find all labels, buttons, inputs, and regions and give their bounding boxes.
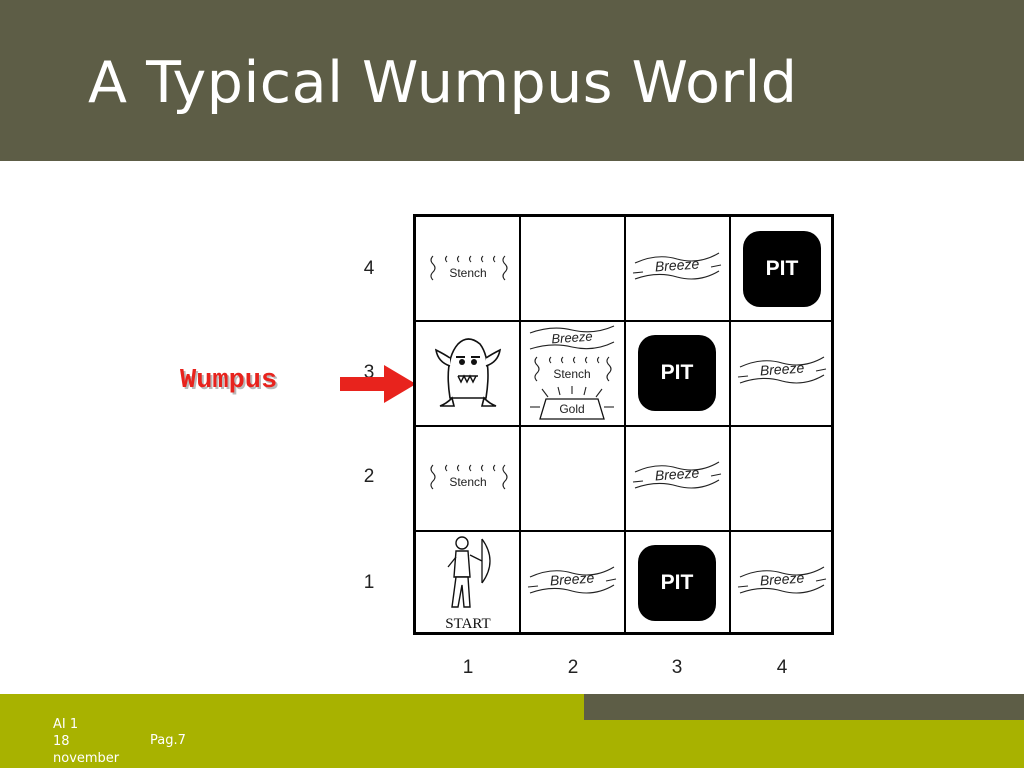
breeze-waves-icon [527, 566, 617, 594]
col-label-4: 4 [776, 657, 788, 678]
breeze-waves-icon [529, 325, 615, 350]
stench-indicator: Stench [531, 353, 613, 385]
stench-waves-icon [430, 255, 508, 281]
breeze-waves-icon [632, 461, 722, 489]
cell-3-4: Breeze [625, 217, 729, 321]
cell-3-3: PIT [625, 321, 729, 425]
footer-course: AI 1 [53, 717, 79, 732]
agent-hunter-icon [447, 536, 491, 608]
title-bar: A Typical Wumpus World [0, 0, 1024, 161]
arrow-right-icon [340, 365, 416, 403]
slide-title: A Typical Wumpus World [88, 50, 798, 116]
cell-4-4: PIT [730, 217, 834, 321]
breeze-indicator: Breeze [631, 458, 723, 498]
cell-4-2 [730, 426, 834, 530]
wumpus-label: Wumpus [180, 366, 278, 396]
cell-4-3: Breeze [730, 321, 834, 425]
cell-2-1: Breeze [520, 531, 624, 635]
breeze-indicator: Breeze [736, 563, 828, 603]
cell-1-1: START [416, 531, 520, 635]
breeze-waves-icon [737, 356, 827, 384]
pit-tile: PIT [638, 545, 716, 621]
wumpus-monster-icon [434, 338, 502, 407]
stench-indicator: Stench [427, 461, 509, 495]
row-label-2: 2 [363, 466, 375, 487]
cell-3-1: PIT [625, 531, 729, 635]
breeze-stench-gold-cell: Breeze Stench Gold [522, 323, 622, 423]
breeze-indicator: Breeze [736, 353, 828, 393]
wumpus-grid: Stench Breeze PIT [413, 214, 834, 635]
breeze-indicator: Breeze [526, 563, 618, 603]
cell-1-3 [416, 321, 520, 425]
row-label-1: 1 [363, 572, 375, 593]
start-label: START [445, 616, 491, 632]
stench-label: Stench [449, 475, 487, 489]
breeze-indicator: Breeze [631, 249, 723, 289]
gold-bar-icon [530, 386, 614, 420]
row-label-4: 4 [363, 258, 375, 279]
stench-waves-icon [430, 464, 508, 490]
cell-3-2: Breeze [625, 426, 729, 530]
cell-4-1: Breeze [730, 531, 834, 635]
breeze-waves-icon [632, 252, 722, 280]
col-label-3: 3 [671, 657, 683, 678]
footer-date-month: november [53, 751, 120, 766]
gold-label: Gold [559, 402, 585, 416]
col-label-2: 2 [567, 657, 579, 678]
breeze-indicator: Breeze [526, 325, 618, 353]
footer-accent-strip [584, 694, 1024, 720]
row-label-3: 3 [363, 362, 375, 383]
cell-2-4 [520, 217, 624, 321]
stench-waves-icon [534, 356, 612, 382]
stench-label: Stench [449, 266, 487, 280]
cell-1-4: Stench [416, 217, 520, 321]
footer-date-day: 18 [53, 734, 70, 749]
col-label-1: 1 [462, 657, 474, 678]
pit-tile: PIT [638, 335, 716, 411]
stench-indicator: Stench [427, 252, 509, 286]
breeze-waves-icon [737, 566, 827, 594]
cell-2-2 [520, 426, 624, 530]
footer-page-number: Pag.7 [150, 733, 186, 748]
pit-tile: PIT [743, 231, 821, 307]
cell-2-3: Breeze Stench Gold [520, 321, 624, 425]
cell-1-2: Stench [416, 426, 520, 530]
stench-label: Stench [553, 367, 591, 381]
